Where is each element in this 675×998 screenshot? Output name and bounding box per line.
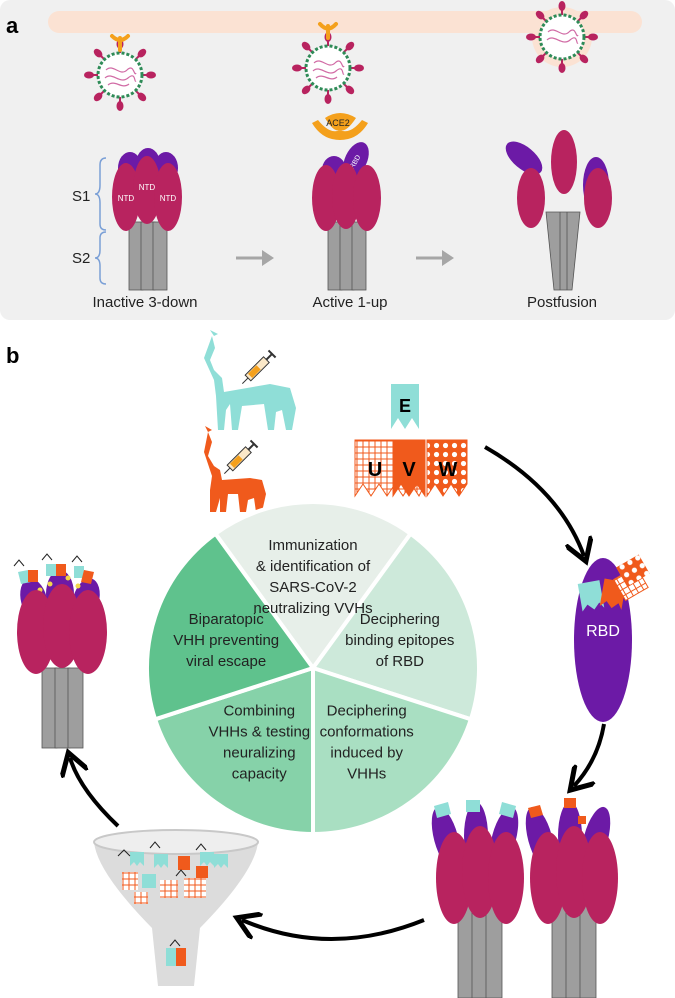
wheel-text-4-line-2: VHHs & testing (208, 723, 310, 740)
wheel-segment-1 (212, 499, 414, 672)
wheel-text-1-line-3: SARS-CoV-2 (269, 579, 357, 596)
nanobody-e-label: E (399, 396, 411, 416)
nanobody-w: W (426, 439, 468, 498)
nanobody-v: V (392, 439, 426, 498)
nanobody-e: E (391, 384, 419, 429)
nanobody-w-label: W (439, 459, 458, 481)
panel-b: b E (6, 330, 650, 998)
transition-arrow-2 (416, 250, 454, 266)
syringe-icon-2 (223, 439, 259, 475)
spike-inactive-3-down: NTD NTD NTD (112, 148, 182, 291)
panel-b-label: b (6, 343, 19, 368)
nanobody-v-label: V (402, 459, 416, 481)
wheel-text-4-line-1: Combining (223, 702, 295, 719)
wheel-segment-2 (309, 530, 482, 722)
wheel-segment-4 (152, 665, 315, 837)
panel-a-label: a (6, 13, 19, 38)
rbd-label-b: RBD (586, 623, 620, 640)
wheel-text-2-line-3: of RBD (376, 653, 425, 670)
spike-with-teal-nanobodies (431, 800, 524, 998)
cycle-arrow-to-biparatopic (70, 758, 120, 828)
nanobody-u-label: U (368, 459, 382, 481)
spike-with-orange-nanobodies (525, 798, 618, 998)
cycle-arrow-to-rbd (484, 445, 584, 556)
panel-a: a (0, 0, 675, 320)
s1-bracket (94, 157, 107, 231)
wheel-segment-5 (144, 530, 317, 722)
wheel-text-3-line-2: conformations (320, 723, 414, 740)
state-label-active: Active 1-up (312, 294, 387, 311)
rbd-with-nanobodies: RBD (574, 554, 650, 722)
wheel-text-4-line-3: neuralizing (223, 744, 296, 761)
wheel-text-5-line-2: VHH preventing (173, 632, 279, 649)
wheel-text-1-line-1: Immunization (268, 537, 357, 554)
ace2-receptor-1 (110, 34, 130, 52)
s2-label: S2 (72, 250, 90, 267)
virus-particle-2 (292, 32, 364, 104)
screening-funnel (93, 829, 259, 986)
wheel-text-4-line-4: capacity (232, 765, 288, 782)
wheel-text-1-line-4: neutralizing VVHs (253, 600, 372, 617)
ntd-label-2: NTD (139, 183, 156, 192)
s1-label: S1 (72, 188, 90, 205)
wheel-segment-3 (311, 665, 474, 837)
process-wheel: Immunization & identification of SARS-CoV-… (144, 499, 482, 837)
wheel-text-3-line-3: induced by (330, 744, 403, 761)
spike-with-biparatopic-vhh (13, 553, 107, 749)
spike-active-1-up: ACE2 RBD (312, 113, 381, 291)
wheel-text-5-line-1: Biparatopic (189, 611, 265, 628)
ace2-receptor-2 (318, 22, 338, 40)
state-label-postfusion: Postfusion (527, 294, 597, 311)
syringe-icon-1 (241, 349, 277, 385)
spike-postfusion (505, 130, 612, 291)
virus-particle-3 (526, 1, 598, 73)
wheel-text-3-line-4: VHHs (347, 765, 386, 782)
wheel-text-3-line-1: Deciphering (327, 702, 407, 719)
cycle-arrow-to-funnel (242, 920, 425, 941)
state-label-inactive: Inactive 3-down (92, 294, 197, 311)
wheel-text-1-line-2: & identification of (256, 558, 371, 575)
virus-particle-1 (84, 39, 156, 111)
ntd-label-1: NTD (118, 194, 135, 203)
cell-membrane (48, 11, 642, 33)
ace2-label: ACE2 (326, 118, 350, 128)
wheel-text-2-line-1: Deciphering (360, 611, 440, 628)
transition-arrow-1 (236, 250, 274, 266)
cycle-arrow-to-spikes (574, 723, 606, 786)
llama-icon (204, 330, 296, 430)
alpaca-icon (204, 426, 266, 512)
wheel-text-5-line-3: viral escape (186, 653, 266, 670)
ntd-label-3: NTD (160, 194, 177, 203)
s2-bracket (94, 231, 107, 285)
wheel-text-2-line-2: binding epitopes (345, 632, 454, 649)
